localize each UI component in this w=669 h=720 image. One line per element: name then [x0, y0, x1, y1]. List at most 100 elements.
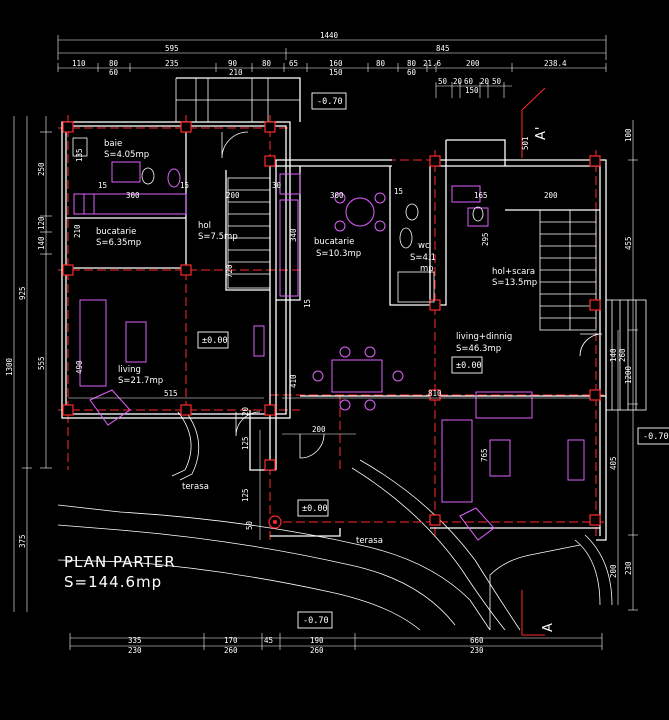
- room-area-living: S=21.7mp: [118, 376, 163, 386]
- dim-left-120: 120: [37, 216, 46, 230]
- dim-top-238-4: 238.4: [544, 59, 567, 68]
- dim-overall-height: 1300: [5, 357, 14, 376]
- dim-300b: 300: [330, 191, 344, 200]
- dim-810: 810: [428, 389, 442, 398]
- dim-410: 410: [289, 374, 298, 388]
- dim-right-405: 405: [609, 456, 618, 470]
- room-area-bucatarie-mid: S=10.3mp: [316, 249, 361, 259]
- level-markers: -0.70 -0.70 -0.70 ±0.00 ±0.00 ±0.00: [197, 92, 669, 629]
- dim-30: 30: [272, 181, 282, 190]
- room-labels: baie S=4.05mp bucatarie S=6.35mp hol S=7…: [96, 139, 537, 546]
- dim-top-90: 90: [228, 59, 238, 68]
- plan-title-block: PLAN PARTER S=144.6mp: [64, 553, 176, 591]
- room-name-terasa-bottom: terasa: [356, 536, 383, 546]
- structural-columns: [62, 121, 601, 529]
- room-area-wc: S=4.1: [410, 253, 436, 263]
- room-area-living-dinning: S=46.3mp: [456, 344, 501, 354]
- level-bottom: -0.70: [303, 616, 329, 626]
- dim-stair-20: 20: [453, 77, 463, 86]
- room-name-wc: wc: [418, 241, 430, 251]
- dim-125b: 125: [241, 488, 250, 502]
- dim-right-1200: 1200: [624, 365, 633, 384]
- dim-left-375: 375: [18, 534, 27, 548]
- dim-15b: 15: [180, 181, 189, 190]
- level-living-right: ±0.00: [456, 361, 482, 371]
- dim-490: 490: [75, 360, 84, 374]
- dim-bottom-260: 260: [224, 646, 238, 655]
- dim-top-65: 65: [289, 59, 298, 68]
- dim-left-140: 140: [37, 236, 46, 250]
- room-unit-wc: mp: [420, 264, 434, 274]
- dim-right-455: 455: [624, 236, 633, 250]
- dim-300a: 300: [126, 191, 140, 200]
- plan-title: PLAN PARTER: [64, 553, 176, 571]
- dim-right-140: 140: [609, 348, 618, 362]
- dim-right-100: 100: [624, 128, 633, 142]
- room-name-hol-scara: hol+scara: [492, 267, 535, 277]
- interior-dimensions: [68, 397, 590, 540]
- staircases: [227, 177, 647, 411]
- dim-top-sub-210: 210: [229, 68, 243, 77]
- dim-top-160: 160: [329, 59, 343, 68]
- room-name-hol: hol: [198, 221, 211, 231]
- room-name-living-dinning: living+dinnig: [456, 332, 512, 342]
- dim-stair-150: 150: [465, 86, 479, 95]
- dim-right-260: 260: [618, 348, 627, 362]
- room-area-bucatarie-left: S=6.35mp: [96, 238, 141, 248]
- interior-dimension-labels: 135 15 300 15 30 200 300 15 165 200 210 …: [73, 136, 558, 530]
- dim-135: 135: [75, 148, 84, 162]
- dim-bottom-190: 190: [310, 636, 324, 645]
- dim-top-21-6: 21.6: [423, 59, 442, 68]
- dim-15c: 15: [394, 187, 403, 196]
- level-living-left: ±0.00: [202, 336, 228, 346]
- dim-top-235: 235: [165, 59, 179, 68]
- dim-15a: 15: [98, 181, 107, 190]
- dim-125a: 125: [241, 436, 250, 450]
- dim-stair-50b: 50: [492, 77, 502, 86]
- dim-bottom-260b: 260: [310, 646, 324, 655]
- dim-bottom-230b: 230: [470, 646, 484, 655]
- room-name-terasa-left: terasa: [182, 482, 209, 492]
- dim-bottom-660: 660: [470, 636, 484, 645]
- dim-165: 165: [474, 191, 488, 200]
- level-top: -0.70: [317, 97, 343, 107]
- dim-left-555: 555: [37, 356, 46, 370]
- room-area-baie: S=4.05mp: [104, 150, 149, 160]
- dim-stair-60: 60: [464, 77, 474, 86]
- top-dimension-chains: 1440 595 845 110 80 235 90 80 65 160 80 …: [57, 31, 607, 98]
- dim-765: 765: [480, 448, 489, 462]
- dim-210: 210: [73, 224, 82, 238]
- dim-515: 515: [164, 389, 178, 398]
- dim-20: 20: [241, 406, 250, 416]
- dim-top-200: 200: [466, 59, 480, 68]
- dim-left-250: 250: [37, 162, 46, 176]
- room-name-bucatarie-left: bucatarie: [96, 227, 136, 237]
- furniture: [73, 161, 585, 541]
- dim-top-110: 110: [72, 59, 86, 68]
- dim-295: 295: [481, 232, 490, 246]
- doors: [221, 131, 603, 459]
- dim-15d: 15: [303, 299, 312, 308]
- section-marks: A' A: [534, 126, 556, 632]
- dim-200a: 200: [226, 191, 240, 200]
- dim-top-80c: 80: [376, 59, 386, 68]
- left-dimension-chains: 1300 925 375 250 120 140 555: [5, 116, 52, 612]
- sanitary-fixtures: [72, 137, 484, 303]
- dim-501: 501: [521, 136, 530, 150]
- dim-50: 50: [245, 520, 254, 530]
- dim-top-sub-60: 60: [109, 68, 119, 77]
- dim-top-80b: 80: [262, 59, 272, 68]
- dim-left-925: 925: [18, 286, 27, 300]
- dim-top-80d: 80: [407, 59, 417, 68]
- dim-top-sub-150: 150: [329, 68, 343, 77]
- right-dimension-chains: 100 455 1200 230 140 260 405 200: [609, 120, 638, 611]
- level-terrace: ±0.00: [302, 504, 328, 514]
- dim-overall-width: 1440: [320, 31, 339, 40]
- dim-bottom-335: 335: [128, 636, 142, 645]
- dim-stair-20b: 20: [480, 77, 490, 86]
- dim-right-200: 200: [609, 564, 618, 578]
- plan-total-area: S=144.6mp: [64, 573, 162, 591]
- level-right: -0.70: [643, 432, 669, 442]
- dim-340: 340: [289, 228, 298, 242]
